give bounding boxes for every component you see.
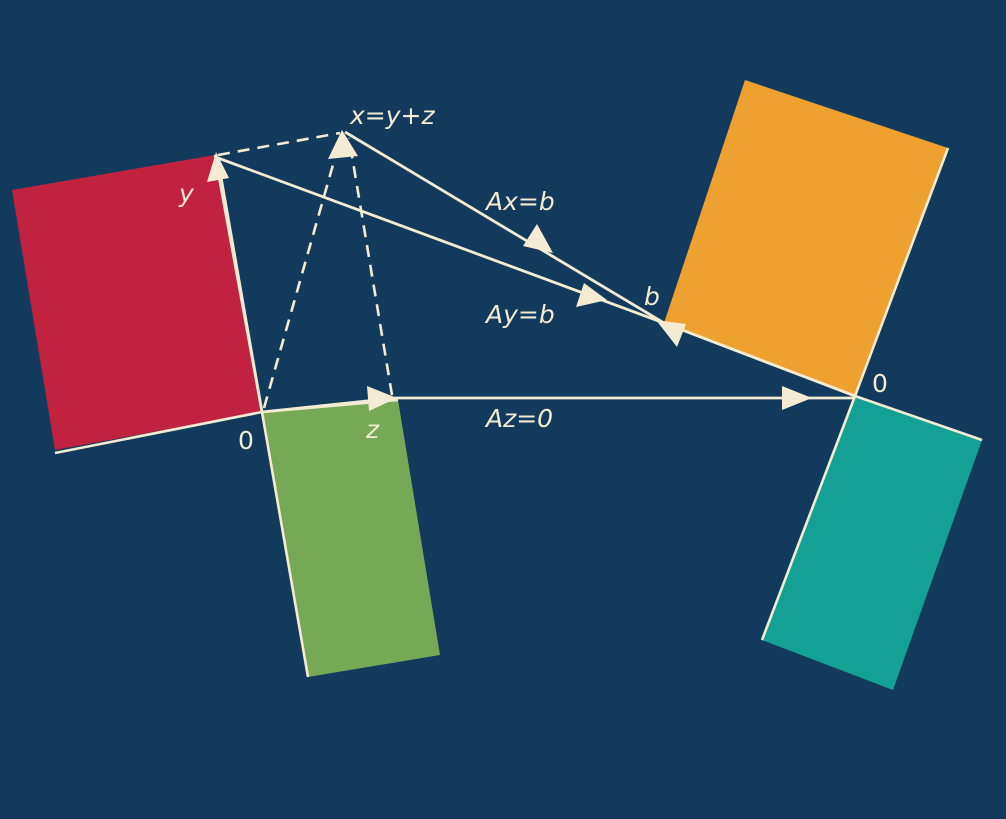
arrowhead-y bbox=[207, 152, 229, 182]
left-nullspace-rect bbox=[762, 396, 982, 690]
arrow-x-to-b bbox=[344, 130, 665, 325]
column-space-edge-right bbox=[853, 147, 950, 397]
x-sum-label: x=y+z bbox=[349, 101, 435, 130]
arrow-origin-to-y bbox=[216, 159, 264, 413]
row-space-edge-bottom bbox=[54, 410, 263, 455]
column-space-rect bbox=[664, 80, 948, 396]
z-label: z bbox=[365, 415, 380, 444]
eq-ay-label: Ay=b bbox=[484, 300, 555, 329]
y-label: y bbox=[178, 179, 195, 208]
arrowhead-x bbox=[328, 130, 358, 159]
arrowhead-ax bbox=[523, 224, 553, 253]
dashed-origin-to-x bbox=[262, 139, 342, 409]
origin-right-label: 0 bbox=[872, 369, 888, 398]
arrowhead-b bbox=[656, 320, 686, 347]
origin-left-label: 0 bbox=[238, 426, 254, 455]
nullspace-rect bbox=[262, 400, 440, 677]
b-label: b bbox=[644, 282, 660, 311]
dashed-z-to-x bbox=[347, 137, 394, 396]
left-nullspace-edge-left bbox=[760, 395, 857, 641]
arrowhead-z bbox=[367, 386, 397, 411]
nullspace-edge-left bbox=[260, 411, 310, 678]
row-space-rect bbox=[12, 155, 262, 450]
eq-ax-label: Ax=b bbox=[484, 187, 555, 216]
eq-az-label: Az=0 bbox=[484, 404, 553, 433]
arrowhead-ay bbox=[576, 283, 607, 307]
arrow-origin-to-b bbox=[663, 321, 856, 398]
left-nullspace-edge-top bbox=[854, 394, 983, 442]
arrowhead-az bbox=[782, 386, 812, 410]
dashed-y-to-x bbox=[217, 131, 341, 157]
